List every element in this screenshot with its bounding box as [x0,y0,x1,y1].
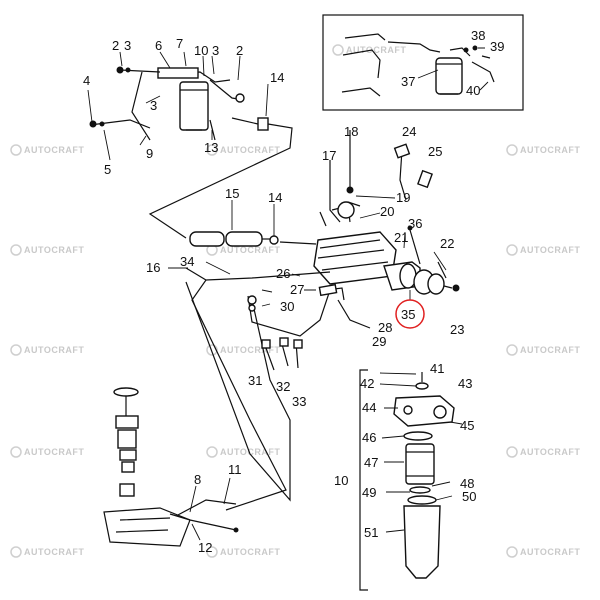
callout-33: 33 [292,394,306,409]
callout-2b: 2 [236,43,243,58]
watermark-text: AUTOCRAFT [220,345,280,355]
callout-40: 40 [466,83,480,98]
inset-detail-box: 38 39 37 40 [322,14,524,111]
callout-14b: 14 [268,190,282,205]
callout-26: 26 [276,266,290,281]
callout-47: 47 [364,455,378,470]
watermark-text: AUTOCRAFT [24,245,84,255]
watermark-text: AUTOCRAFT [24,145,84,155]
callout-44: 44 [362,400,376,415]
fuel-line-network [168,261,371,511]
primer-valve-assembly [103,387,239,547]
callout-29: 29 [372,334,386,349]
callout-30: 30 [280,299,294,314]
callout-34: 34 [180,254,194,269]
callout-13: 13 [204,140,218,155]
callout-18: 18 [344,124,358,139]
callout-28: 28 [378,320,392,335]
callout-21: 21 [394,230,408,245]
callout-39: 39 [490,39,504,54]
callout-9: 9 [146,146,153,161]
callout-6: 6 [155,38,162,53]
callout-16: 16 [146,260,160,275]
watermark-text: AUTOCRAFT [220,245,280,255]
callout-46: 46 [362,430,376,445]
callout-10: 10 [194,43,208,58]
callout-15: 15 [225,186,239,201]
callout-38: 38 [471,28,485,43]
callout-3: 3 [124,38,131,53]
callout-48: 48 [460,476,474,491]
callout-31: 31 [248,373,262,388]
callout-19: 19 [396,190,410,205]
callout-45: 45 [460,418,474,433]
watermark-text: AUTOCRAFT [24,447,84,457]
primary-filter-assembly [87,51,269,161]
filter-elements [189,200,317,247]
callout-50: 50 [462,489,476,504]
watermark-text: AUTOCRAFT [346,45,406,55]
fuel-line-upper [148,123,293,239]
callout-10b: 10 [334,473,348,488]
callout-17: 17 [322,148,336,163]
callout-3b: 3 [212,43,219,58]
callout-42: 42 [360,376,374,391]
highlight-ring-35 [395,299,425,329]
callout-20: 20 [380,204,394,219]
callout-12: 12 [198,540,212,555]
callout-11: 11 [228,462,242,477]
callout-36: 36 [408,216,422,231]
callout-41: 41 [430,361,444,376]
callout-49: 49 [362,485,376,500]
watermarks: AUTOCRAFT AUTOCRAFT AUTOCRAFT AUTOCRAFT … [10,44,580,558]
callout-8: 8 [194,472,201,487]
callout-37: 37 [401,74,415,89]
callout-24: 24 [402,124,416,139]
secondary-filter-assembly [359,369,463,591]
watermark-text: AUTOCRAFT [520,245,580,255]
watermark-text: AUTOCRAFT [520,145,580,155]
watermark-text: AUTOCRAFT [520,447,580,457]
callout-2: 2 [112,38,119,53]
callout-labels: 2 3 6 7 10 3 2 4 3 14 9 5 13 18 24 25 17… [83,36,476,555]
callout-35: 35 [401,307,415,322]
watermark-text: AUTOCRAFT [24,547,84,557]
callout-51: 51 [364,525,378,540]
watermark-text: AUTOCRAFT [24,345,84,355]
callout-25: 25 [428,144,442,159]
injection-pump-assembly [313,130,460,300]
watermark-text: AUTOCRAFT [220,547,280,557]
watermark-text: AUTOCRAFT [220,145,280,155]
callout-5: 5 [104,162,111,177]
callout-7: 7 [176,36,183,51]
callout-3c: 3 [150,98,157,113]
callout-23: 23 [450,322,464,337]
callout-4: 4 [83,73,90,88]
callout-27: 27 [290,282,304,297]
callout-43: 43 [458,376,472,391]
callout-14: 14 [270,70,284,85]
callout-32: 32 [276,379,290,394]
watermark-text: AUTOCRAFT [520,547,580,557]
watermark-text: AUTOCRAFT [520,345,580,355]
callout-22: 22 [440,236,454,251]
watermark-text: AUTOCRAFT [220,447,280,457]
